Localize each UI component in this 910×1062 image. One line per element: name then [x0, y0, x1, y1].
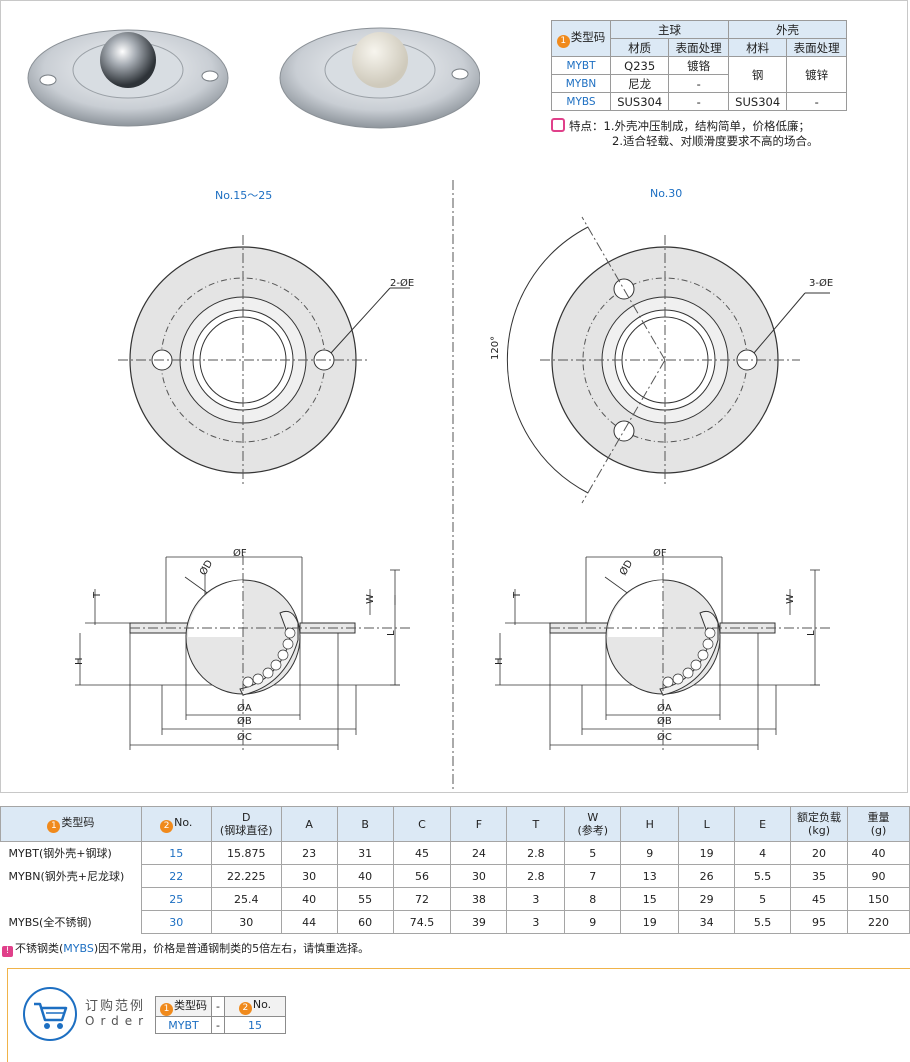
- right-dim-F: ØF: [653, 548, 667, 559]
- left-dim-L: L: [386, 630, 397, 636]
- left-top-view: [118, 235, 410, 485]
- left-section-view: [75, 555, 410, 750]
- right-dim-L: L: [806, 630, 817, 636]
- order-title: 订购范例: [85, 999, 146, 1014]
- feature-icon: [551, 118, 565, 132]
- left-drawing-title: No.15～25: [215, 189, 273, 202]
- angle-label: 120°: [490, 335, 501, 360]
- left-hole-label: 2-ØE: [390, 278, 415, 289]
- cart-icon: [23, 987, 77, 1041]
- left-dim-W: W: [365, 594, 376, 604]
- warning-icon: !: [2, 946, 13, 957]
- right-dim-H: H: [494, 657, 505, 665]
- right-section-view: [495, 555, 830, 750]
- right-dim-C: ØC: [657, 732, 672, 743]
- stainless-note: !不锈钢类(MYBS)因不常用，价格是普通钢制类的5倍左右，请慎重选择。: [2, 940, 369, 957]
- order-example-box: [7, 968, 910, 1062]
- left-dim-F: ØF: [233, 548, 247, 559]
- left-dim-C: ØC: [237, 732, 252, 743]
- right-dim-B: ØB: [657, 716, 672, 727]
- drawing-divider: [452, 180, 454, 790]
- features: 特点：1.外壳冲压制成，结构简单，价格低廉； 2.适合轻载、对顺滑度要求不高的场…: [551, 118, 818, 149]
- left-dim-A: ØA: [237, 703, 252, 714]
- right-hole-label: 3-ØE: [809, 278, 834, 289]
- right-dim-A: ØA: [657, 703, 672, 714]
- product-photos: [27, 27, 480, 129]
- left-dim-B: ØB: [237, 716, 252, 727]
- steel-ball-photo: [27, 29, 229, 127]
- right-drawing-title: No.30: [650, 187, 683, 200]
- left-dim-T: T: [92, 591, 103, 598]
- right-dim-W: W: [785, 594, 796, 604]
- right-top-view: [506, 216, 830, 504]
- left-dim-H: H: [74, 657, 85, 665]
- right-dim-T: T: [512, 591, 523, 598]
- nylon-ball-photo: [279, 27, 480, 129]
- order-subtitle: Order: [85, 1014, 150, 1028]
- drawing-frame: [0, 0, 908, 793]
